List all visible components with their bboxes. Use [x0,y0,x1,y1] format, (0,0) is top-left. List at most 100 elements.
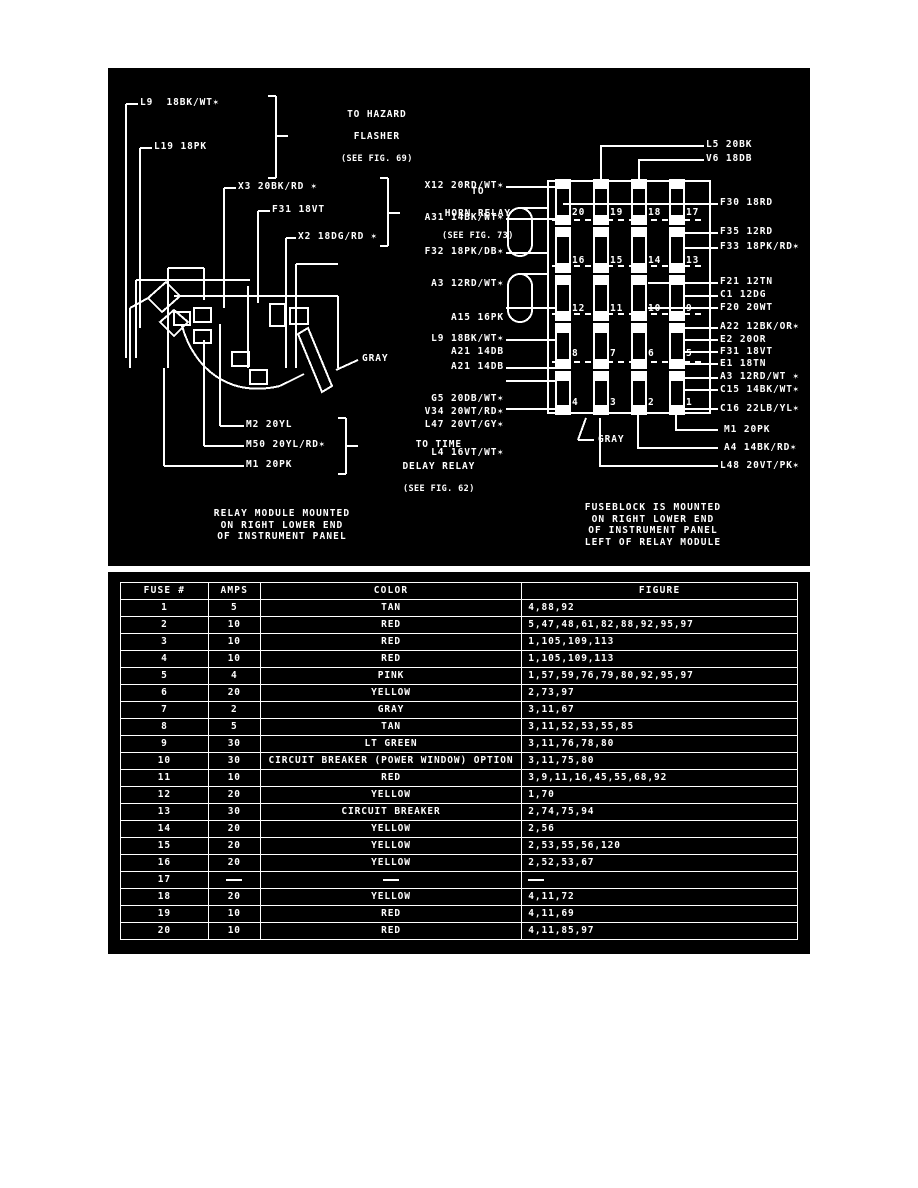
hazard-line3: (SEE FIG. 69) [340,154,413,164]
fuse-figure: 5,47,48,61,82,88,92,95,97 [521,616,798,634]
fuse-slot-17: 17 [686,207,700,218]
wire-label-l48: L48 20VT/PK✶ [720,460,800,471]
wire-label-a4: A4 14BK/RD✶ [724,442,797,453]
wire-label-e2: E2 20OR [720,334,767,345]
fuse-amps: 20 [207,888,261,906]
fuse-number: 6 [120,684,209,702]
fuse-amps: 10 [207,616,261,634]
col-header-fuse: FUSE # [120,582,209,600]
fuse-figure: 2,56 [521,820,798,838]
wire-label-f31b: F31 18VT [720,346,773,357]
fuse-number: 13 [120,803,209,821]
wire-label-f35: F35 12RD [720,226,773,237]
fuse-color: TAN [259,718,523,736]
fuse-figure-dash [528,878,545,881]
fuseblock-caption: FUSEBLOCK IS MOUNTED ON RIGHT LOWER END … [584,502,722,548]
fuse-number: 10 [120,752,209,770]
fuse-color: RED [259,650,523,668]
fuse-slot-15: 15 [610,255,624,266]
fuse-number: 8 [120,718,209,736]
fuse-number: 2 [120,616,209,634]
wire-label-a22: A22 12BK/OR✶ [720,321,800,332]
wire-label-l4: L4 16VT/WT✶ [431,447,504,458]
wire-label-f30: F30 18RD [720,197,773,208]
fuse-color: YELLOW [259,837,523,855]
table-row: 17 [120,871,798,889]
fuse-amps: 5 [207,599,261,617]
fuse-figure [521,871,798,889]
fuse-color: YELLOW [259,684,523,702]
fuse-amps: 20 [207,854,261,872]
fuse-figure: 4,11,69 [521,905,798,923]
fuse-amps: 20 [207,837,261,855]
fuse-slot-12: 12 [572,303,586,314]
wire-label-m1b: M1 20PK [724,424,771,435]
fuse-color [259,871,523,889]
wire-label-f21: F21 12TN [720,276,773,287]
fuse-number: 12 [120,786,209,804]
wire-label-a31: A31 14BK/WT✶ [424,212,504,223]
fuse-amps: 2 [207,701,261,719]
fuse-color: YELLOW [259,854,523,872]
horn-line2: HORN RELAY [444,208,511,219]
fuse-figure: 3,11,76,78,80 [521,735,798,753]
fuse-figure: 3,11,52,53,55,85 [521,718,798,736]
col-header-color: COLOR [259,582,523,600]
hazard-line1: TO HAZARD [347,109,407,120]
fuse-slot-19: 19 [610,207,624,218]
wire-label-x2: X2 18DG/RD ✶ [298,231,378,242]
relay-module-caption: RELAY MODULE MOUNTED ON RIGHT LOWER END … [213,508,351,542]
fuse-number: 14 [120,820,209,838]
fuse-figure: 1,70 [521,786,798,804]
wire-label-g5: G5 20DB/WT✶ [431,393,504,404]
wire-label-m2: M2 20YL [246,419,293,430]
fuse-figure: 3,11,75,80 [521,752,798,770]
fuse-number: 19 [120,905,209,923]
wire-label-f32: F32 18PK/DB✶ [424,246,504,257]
fuse-amps: 20 [207,684,261,702]
fuse-number: 7 [120,701,209,719]
wire-label-l47: L47 20VT/GY✶ [424,419,504,430]
gray-label-fuseblock: GRAY [598,434,625,445]
wire-label-e1: E1 18TN [720,358,767,369]
fuse-slot-18: 18 [648,207,662,218]
fuse-number: 3 [120,633,209,651]
timedelay-line3: (SEE FIG. 62) [402,484,475,494]
fuse-amps: 30 [207,803,261,821]
fuse-amps: 20 [207,786,261,804]
fuse-slot-16: 16 [572,255,586,266]
timedelay-line1: TO TIME [415,439,463,450]
fuse-number: 17 [120,871,209,889]
fuse-amps-dash [226,878,243,881]
fuse-slot-8: 8 [572,348,579,359]
fuse-amps: 30 [207,752,261,770]
wire-label-l5: L5 20BK [706,139,753,150]
wire-label-x12: X12 20RD/WT✶ [424,180,504,191]
wire-label-l9: L9 18BK/WT✶ [140,97,220,108]
fuse-color: YELLOW [259,820,523,838]
wire-label-a21b: A21 14DB [451,361,504,372]
fuse-number: 16 [120,854,209,872]
wire-label-x3: X3 20BK/RD ✶ [238,181,318,192]
fuse-color: YELLOW [259,888,523,906]
fuse-color: CIRCUIT BREAKER [259,803,523,821]
fuse-number: 11 [120,769,209,787]
fuse-color: PINK [259,667,523,685]
time-delay-relay-group: TO TIME DELAY RELAY (SEE FIG. 62) [360,428,478,506]
fuse-amps: 10 [207,922,261,940]
fuse-amps: 10 [207,633,261,651]
